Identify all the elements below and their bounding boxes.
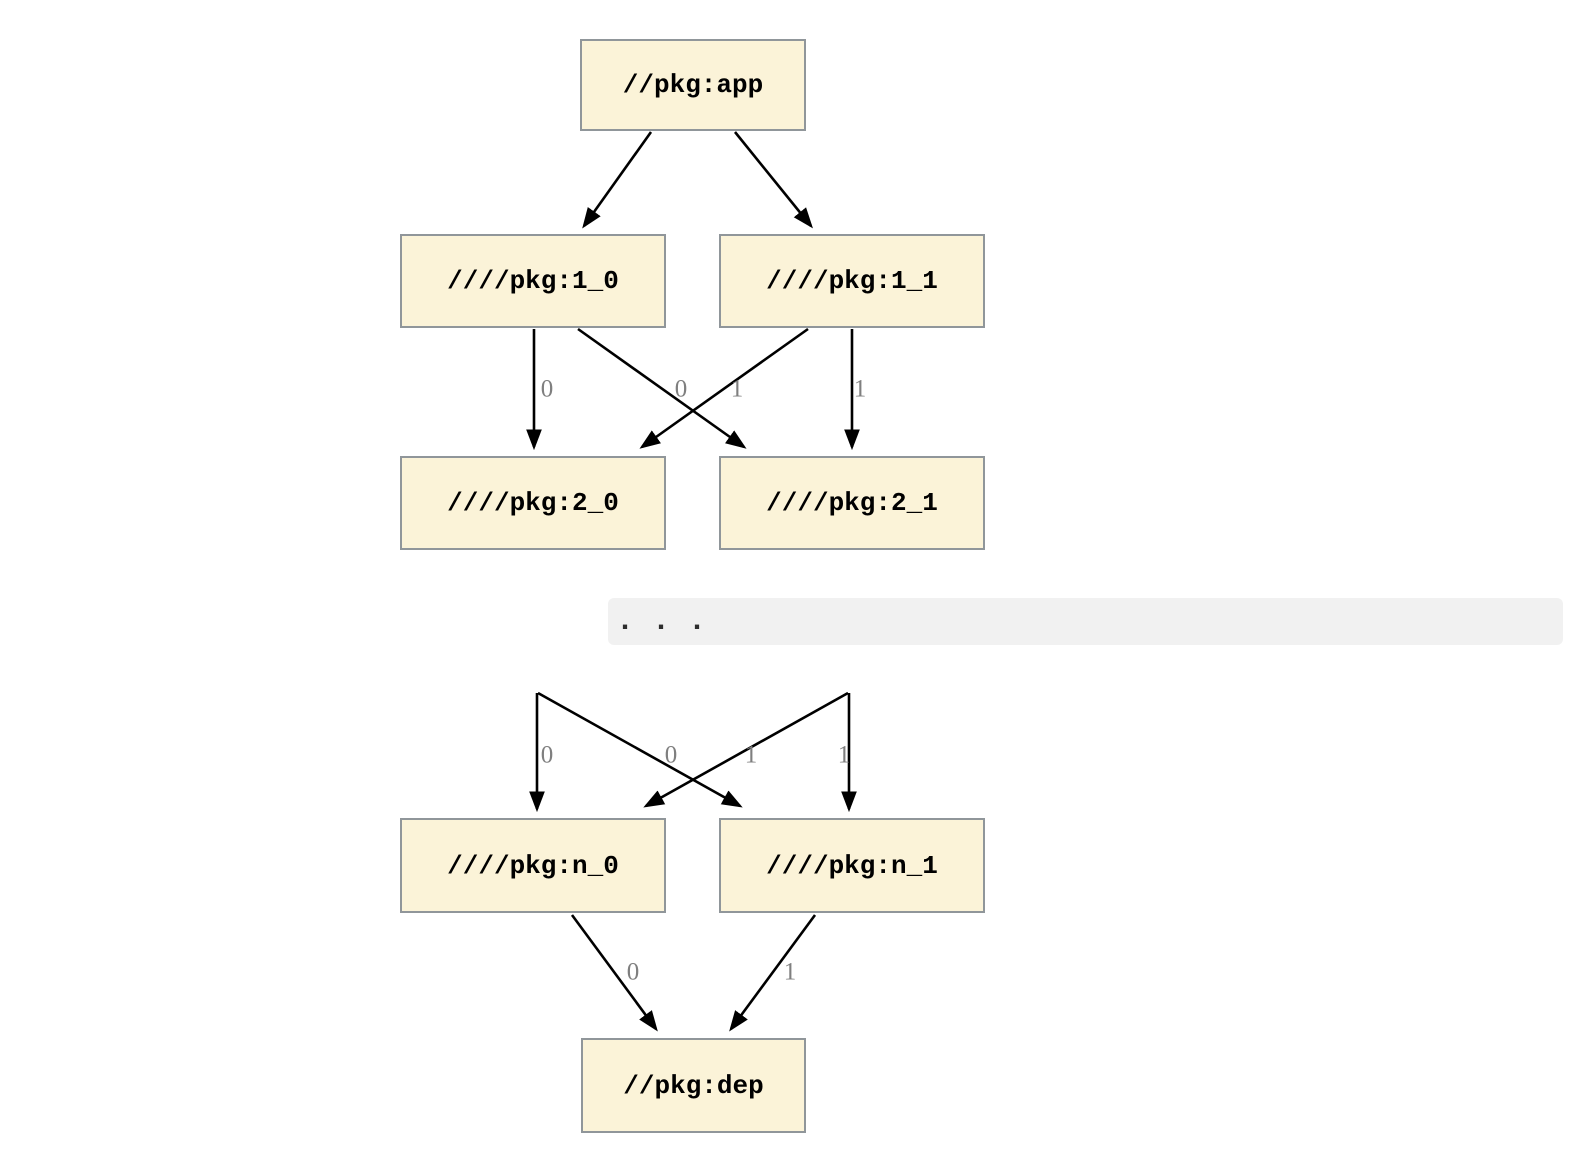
node-pkg-n-1: ////pkg:n_1	[719, 818, 985, 913]
node-pkg-dep: //pkg:dep	[581, 1038, 806, 1133]
edge-label-1-0-to-2-0: 0	[540, 375, 554, 403]
edge-label-n-0-to-dep: 0	[626, 958, 640, 986]
edge-elided-to-n-1-cross	[537, 691, 743, 808]
edge-elided-to-n-0-cross	[643, 691, 849, 808]
edge-label-elided-to-n-1-straight: 1	[837, 741, 851, 769]
node-pkg-1-0: ////pkg:1_0	[400, 234, 666, 328]
node-pkg-2-1: ////pkg:2_1	[719, 456, 985, 550]
edge-label-elided-to-n-0-cross: 0	[664, 741, 678, 769]
elided-levels-band: . . .	[608, 598, 1563, 645]
edge-label-elided-to-n-1-cross: 1	[744, 741, 758, 769]
node-pkg-n-0: ////pkg:n_0	[400, 818, 666, 913]
edge-app-to-1-1	[733, 131, 813, 229]
edge-n-1-to-dep	[729, 914, 817, 1032]
edge-1-0-to-2-1	[577, 327, 747, 449]
node-pkg-2-0: ////pkg:2_0	[400, 456, 666, 550]
ellipsis-text: . . .	[616, 604, 707, 639]
edge-label-n-1-to-dep: 1	[783, 958, 797, 986]
edge-label-1-1-to-2-0: 0	[674, 375, 688, 403]
edge-app-to-1-0	[582, 131, 653, 229]
node-pkg-1-1: ////pkg:1_1	[719, 234, 985, 328]
edge-label-1-1-to-2-1: 1	[853, 375, 867, 403]
edge-label-1-0-to-2-1: 1	[730, 375, 744, 403]
node-pkg-app: //pkg:app	[580, 39, 806, 131]
edge-1-1-to-2-0	[639, 327, 809, 449]
edge-label-elided-to-n-0-straight: 0	[540, 741, 554, 769]
edge-n-0-to-dep	[570, 914, 658, 1032]
